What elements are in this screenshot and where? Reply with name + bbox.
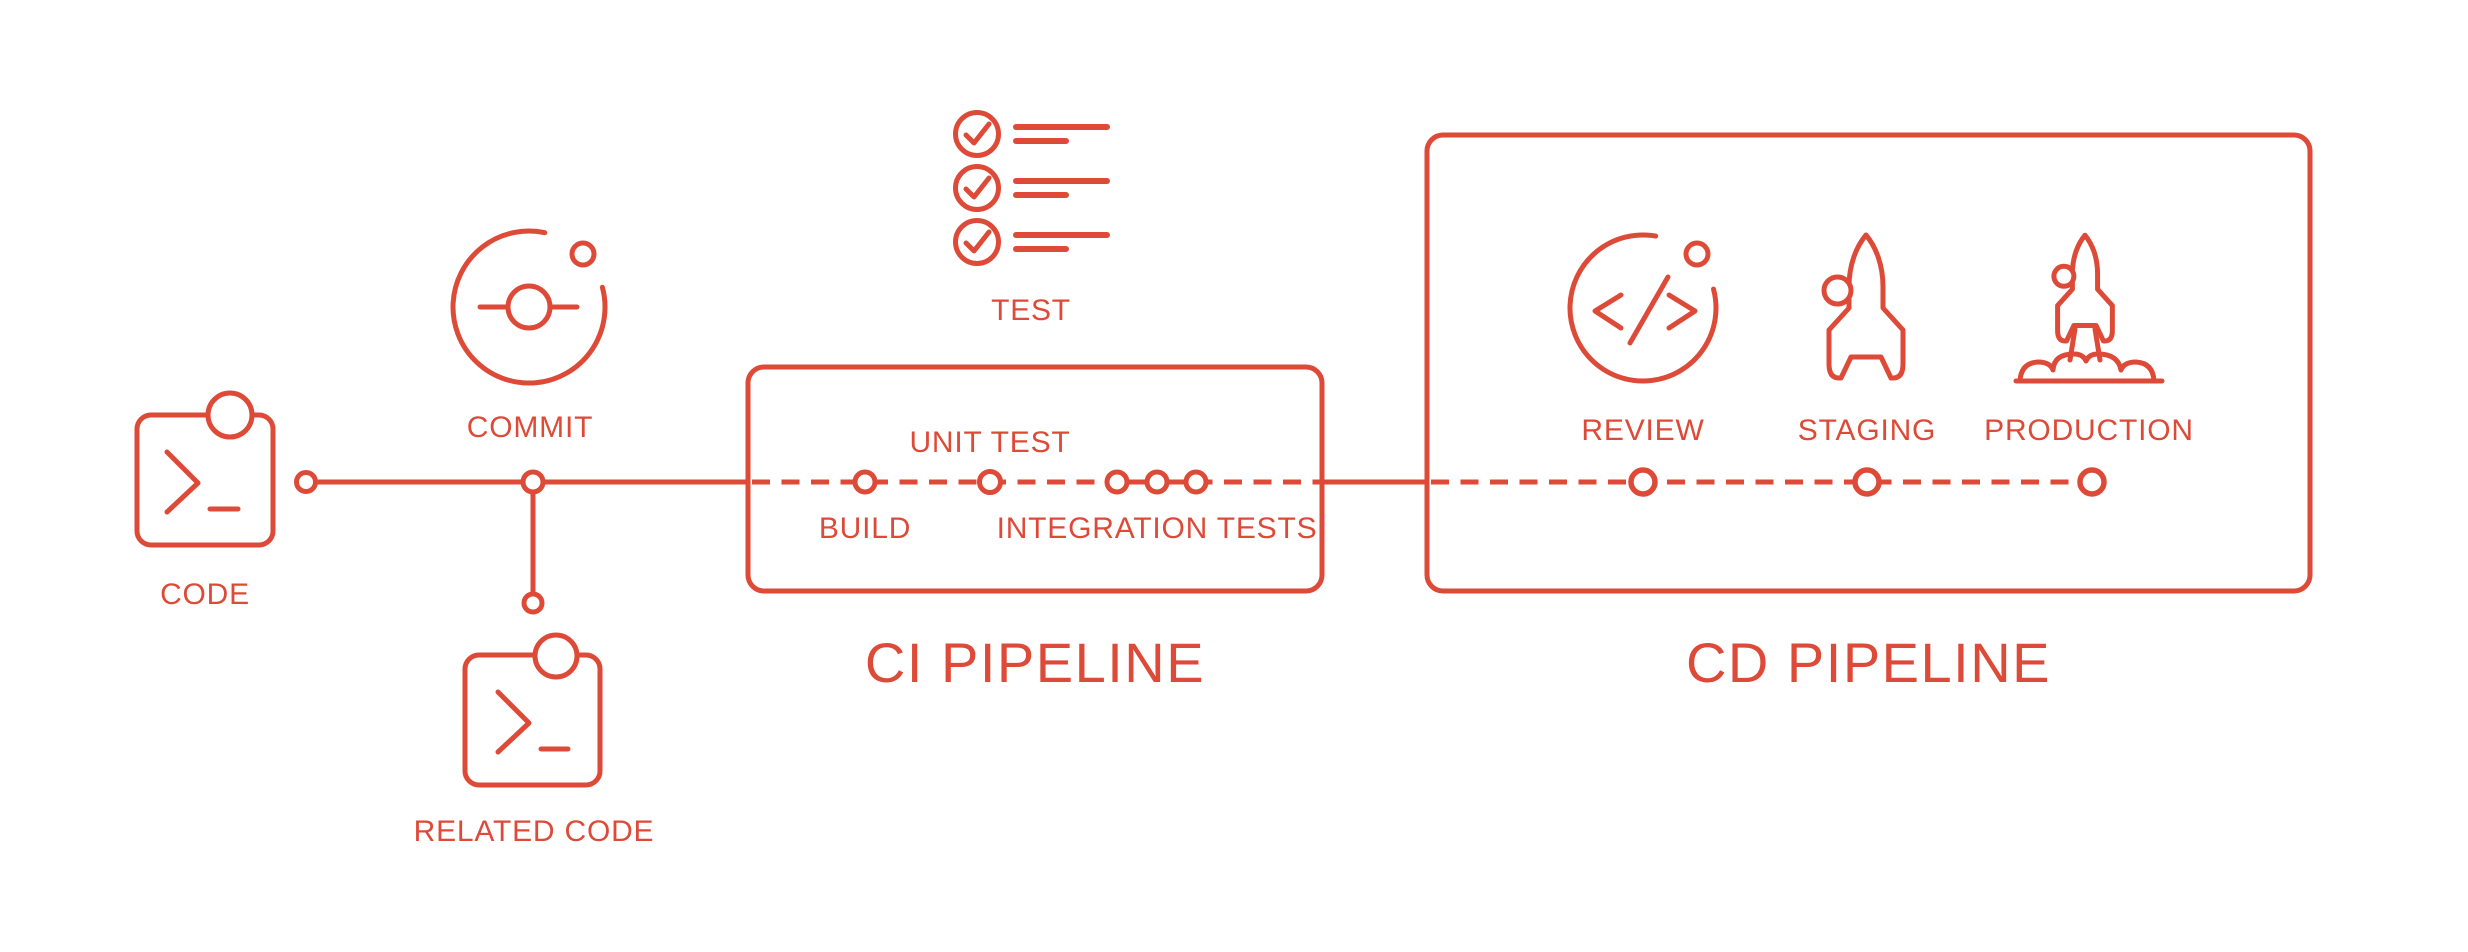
code-badge-circle [532, 632, 580, 680]
check-mark [963, 175, 992, 200]
ci-pipeline-title: CI PIPELINE [865, 631, 1205, 694]
pipeline-node-integration-2 [1144, 469, 1170, 495]
angle-bracket-left [1592, 292, 1624, 331]
check-circle [953, 164, 1001, 212]
checklist-icon [953, 110, 1110, 266]
rocket-porthole [2051, 263, 2077, 289]
cd-pipeline-box [1424, 132, 2313, 594]
pipeline-node-integration-3 [1183, 469, 1209, 495]
slash [1627, 274, 1671, 346]
pipeline-node-review [1628, 467, 1658, 497]
rocket-icon [1821, 232, 1906, 381]
commit-dot [505, 283, 553, 331]
orbit-satellite-circle [1683, 240, 1711, 268]
pipeline-node-staging [1852, 467, 1882, 497]
test-label: TEST [991, 294, 1071, 327]
check-mark [963, 229, 992, 254]
check-mark [963, 121, 992, 146]
commit-label: COMMIT [467, 411, 593, 444]
prompt-chevron [495, 689, 532, 755]
related-terminal-code-icon [462, 632, 603, 788]
review-label: REVIEW [1581, 414, 1704, 447]
integration-tests-label: INTEGRATION TESTS [997, 512, 1318, 545]
staging-label: STAGING [1798, 414, 1936, 447]
check-circle [953, 110, 1001, 158]
pipeline-node-build [852, 469, 878, 495]
rocket-launch-icon [2013, 232, 2165, 384]
unit-test-label: UNIT TEST [909, 426, 1070, 459]
pipeline-node-code [294, 470, 318, 494]
orbit-arc [450, 228, 608, 386]
production-label: PRODUCTION [1984, 414, 2194, 447]
code-label: CODE [160, 578, 250, 611]
rocket-porthole [1821, 274, 1854, 307]
rocket-body [1826, 232, 1906, 381]
code-review-orbit-icon [1567, 232, 1719, 384]
related-code-label: RELATED CODE [414, 815, 655, 848]
git-commit-orbit-icon [450, 228, 608, 386]
terminal-code-icon [134, 390, 276, 548]
pipeline-node-branch-end [521, 591, 545, 615]
build-label: BUILD [819, 512, 911, 545]
prompt-chevron [164, 449, 201, 515]
pipeline-nodes [294, 467, 2107, 615]
orbit-arc [1567, 232, 1719, 384]
pipeline-node-commit-junction [520, 469, 546, 495]
check-circle [953, 218, 1001, 266]
ci-pipeline-box [745, 364, 1325, 594]
code-badge-circle [205, 390, 255, 440]
pipeline-node-production [2077, 467, 2107, 497]
cd-pipeline-title: CD PIPELINE [1686, 631, 2051, 694]
pipeline-node-unit-test [977, 469, 1003, 495]
orbit-satellite-circle [569, 240, 597, 268]
angle-bracket-right [1666, 292, 1698, 331]
stage-labels: CODE COMMIT RELATED CODE TEST UNIT TEST … [160, 294, 2194, 848]
smoke-cloud [2017, 351, 2157, 384]
pipeline-node-integration-1 [1104, 469, 1130, 495]
section-titles: CI PIPELINE CD PIPELINE [865, 631, 2051, 694]
